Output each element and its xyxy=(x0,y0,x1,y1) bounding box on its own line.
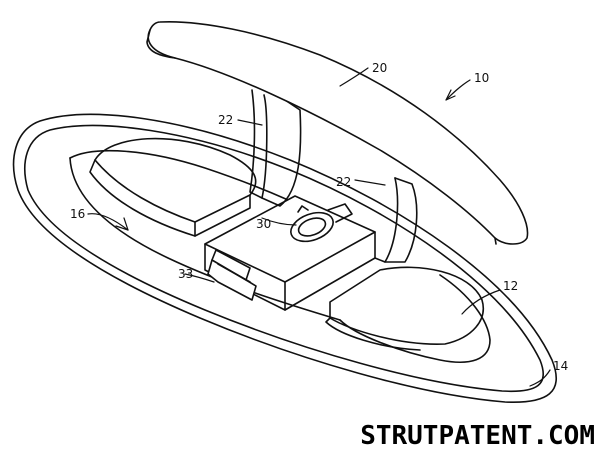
label-lock: 30 xyxy=(256,217,271,231)
label-horn: 20 xyxy=(372,61,387,75)
lock-block xyxy=(204,195,376,311)
release-button xyxy=(207,249,257,301)
leader-10 xyxy=(445,79,471,101)
left-post xyxy=(249,89,302,207)
right-post xyxy=(374,177,418,263)
leader-16 xyxy=(87,213,129,231)
label-recess: 16 xyxy=(70,207,85,221)
watermark-text: STRUTPATENT.COM xyxy=(360,421,595,449)
leader-22-left xyxy=(237,119,263,126)
leader-33 xyxy=(184,273,215,283)
label-post-left: 22 xyxy=(218,113,233,127)
leader-22-right xyxy=(354,179,386,186)
leader-12 xyxy=(461,289,501,315)
leader-lines xyxy=(87,67,551,387)
label-post-right: 22 xyxy=(336,175,351,189)
leader-30 xyxy=(261,217,297,226)
right-pad xyxy=(325,266,484,351)
base-outer-rim xyxy=(12,113,558,403)
label-cleat: 10 xyxy=(474,71,489,85)
leader-20 xyxy=(339,67,369,87)
horn-bar xyxy=(146,20,529,245)
label-button: 33 xyxy=(178,267,193,281)
leader-14 xyxy=(529,369,551,387)
label-rim: 14 xyxy=(553,359,568,373)
label-base: 12 xyxy=(503,279,518,293)
